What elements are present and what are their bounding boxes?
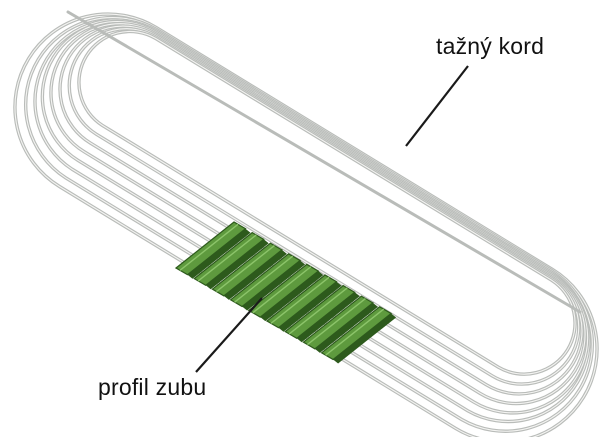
tooth xyxy=(284,284,356,340)
tooth-profile-label: profil zubu xyxy=(98,374,207,400)
tooth-side xyxy=(278,281,342,332)
tooth-highlight xyxy=(325,308,385,356)
cord-leader-line xyxy=(405,65,469,147)
tooth-side xyxy=(205,239,269,290)
cord-free-end xyxy=(66,10,582,314)
tooth-side xyxy=(223,249,287,300)
tooth-side xyxy=(242,260,306,311)
tooth xyxy=(302,295,374,350)
tooth-highlight xyxy=(215,244,275,293)
tooth xyxy=(247,263,320,318)
tooth-profile-group xyxy=(174,221,397,364)
tooth-highlight xyxy=(252,266,312,314)
tooth-side xyxy=(314,302,378,353)
tooth-highlight xyxy=(306,297,366,346)
tooth-highlight xyxy=(234,255,294,303)
tooth-side xyxy=(296,292,360,343)
tooth-highlight xyxy=(179,223,239,271)
tooth-highlight xyxy=(197,234,257,282)
tooth xyxy=(265,274,338,329)
cord-loop xyxy=(24,15,594,433)
cord-loops xyxy=(13,12,599,437)
tooth xyxy=(211,242,283,297)
cord-loop-highlight xyxy=(41,21,589,414)
tooth-highlight xyxy=(270,276,330,324)
tooth-highlight xyxy=(288,287,348,335)
tooth xyxy=(174,221,247,276)
cord-loop xyxy=(40,19,590,415)
tooth xyxy=(229,253,302,308)
cord-loop-highlight xyxy=(78,30,576,375)
tooth-side xyxy=(260,271,324,322)
tooth-side xyxy=(187,228,251,279)
tooth xyxy=(193,231,265,287)
tooth-leader-line xyxy=(195,297,263,373)
cord-loop-highlight xyxy=(25,17,593,432)
cord-label: tažný kord xyxy=(436,33,545,59)
tooth xyxy=(320,306,393,361)
tooth-side xyxy=(333,313,397,364)
